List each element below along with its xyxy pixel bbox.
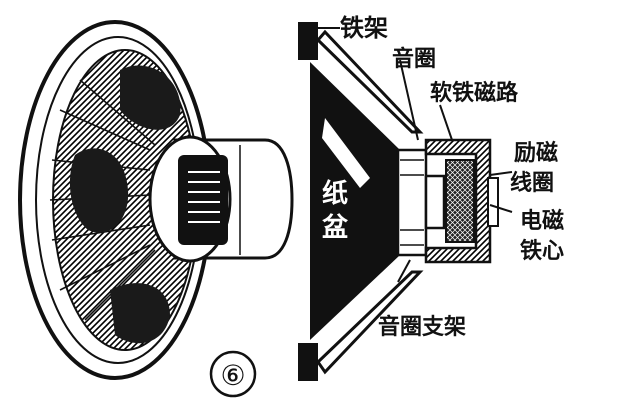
voice-coil-support (396, 148, 428, 257)
figure-number: ⑥ (209, 350, 257, 398)
label-iron-frame: 铁架 (340, 14, 388, 42)
speaker-cross-section (298, 22, 499, 381)
paper-cone-highlight (322, 118, 370, 188)
label-paper-cone-line1: 纸 (322, 178, 348, 209)
basket-opening-middle (69, 148, 129, 233)
label-soft-iron-path: 软铁磁路 (430, 80, 519, 106)
magnet-core-window (178, 155, 228, 245)
pot-back-cap (487, 177, 499, 227)
figure-number-text: ⑥ (220, 359, 245, 392)
excitation-coil (445, 159, 475, 243)
frame-block-bottom (298, 343, 318, 381)
label-excitation-coil-line1: 励磁 (514, 140, 558, 166)
electromagnet-core (424, 174, 446, 230)
label-paper-cone-line2: 盆 (322, 212, 349, 243)
label-voice-coil-support: 音圈支架 (378, 314, 466, 340)
frame-block-top (298, 22, 318, 60)
basket-opening-bottom (110, 283, 170, 344)
label-voice-coil: 音圈 (392, 46, 436, 72)
basket-opening-top (120, 65, 181, 130)
label-excitation-coil-line2: 线圈 (510, 170, 554, 196)
label-electromagnet-core-line2: 铁心 (520, 238, 564, 264)
labels: 铁架 音圈 软铁磁路 励磁 线圈 电磁 铁心 纸 盆 音圈支架 (322, 14, 564, 340)
frame-arm-bottom (316, 270, 424, 375)
magnet-core-detail (188, 171, 220, 223)
label-electromagnet-core-line1: 电磁 (520, 208, 564, 234)
speaker-perspective-view (18, 20, 294, 380)
frame-arm-top (315, 29, 424, 134)
leader-lines (318, 27, 513, 283)
